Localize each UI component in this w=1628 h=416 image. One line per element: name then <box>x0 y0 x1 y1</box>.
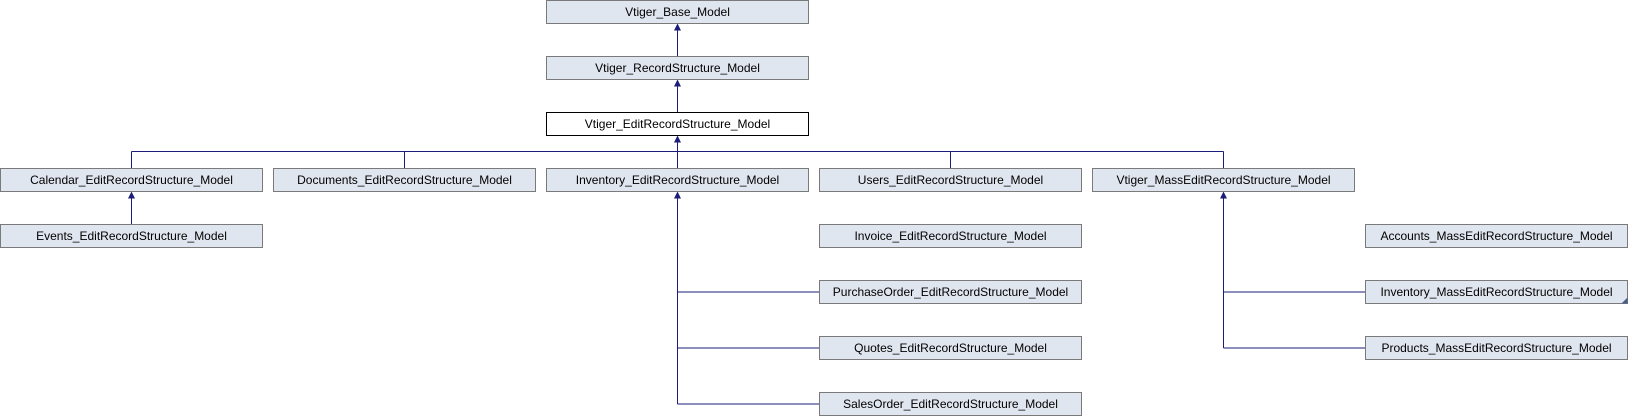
class-node-recstruct[interactable]: Vtiger_RecordStructure_Model <box>546 56 809 80</box>
class-label: Vtiger_RecordStructure_Model <box>595 61 760 75</box>
class-label: PurchaseOrder_EditRecordStructure_Model <box>833 285 1068 299</box>
class-node-massedit[interactable]: Vtiger_MassEditRecordStructure_Model <box>1092 168 1355 192</box>
class-box[interactable] <box>546 112 809 136</box>
class-box[interactable] <box>546 168 809 192</box>
inheritance-arrowhead <box>1220 191 1227 199</box>
class-label: Inventory_EditRecordStructure_Model <box>576 173 779 187</box>
class-box[interactable] <box>819 224 1082 248</box>
class-box[interactable] <box>546 0 809 24</box>
class-label: Vtiger_Base_Model <box>625 5 730 19</box>
class-box[interactable] <box>819 168 1082 192</box>
class-box[interactable] <box>273 168 536 192</box>
class-node-products_mass[interactable]: Products_MassEditRecordStructure_Model <box>1365 336 1628 360</box>
class-node-salesorder[interactable]: SalesOrder_EditRecordStructure_Model <box>819 392 1082 416</box>
class-label: Inventory_MassEditRecordStructure_Model <box>1380 285 1612 299</box>
class-node-events[interactable]: Events_EditRecordStructure_Model <box>0 224 263 248</box>
class-label: Users_EditRecordStructure_Model <box>858 173 1043 187</box>
class-box[interactable] <box>819 336 1082 360</box>
inheritance-arrowhead <box>674 23 681 31</box>
inheritance-arrowhead <box>674 79 681 87</box>
inheritance-arrowhead <box>674 191 681 199</box>
class-label: Vtiger_MassEditRecordStructure_Model <box>1116 173 1330 187</box>
class-label: SalesOrder_EditRecordStructure_Model <box>843 397 1058 411</box>
class-label: Documents_EditRecordStructure_Model <box>297 173 512 187</box>
class-node-edit[interactable]: Vtiger_EditRecordStructure_Model <box>546 112 809 136</box>
class-node-inventory_mass[interactable]: Inventory_MassEditRecordStructure_Model <box>1365 280 1628 304</box>
inheritance-edges <box>128 23 1366 405</box>
class-node-accounts_mass[interactable]: Accounts_MassEditRecordStructure_Model <box>1365 224 1628 248</box>
class-box[interactable] <box>0 168 263 192</box>
inheritance-arrowhead <box>674 135 681 143</box>
class-label: Quotes_EditRecordStructure_Model <box>854 341 1047 355</box>
truncated-corner-icon <box>1621 297 1628 304</box>
class-label: Accounts_MassEditRecordStructure_Model <box>1380 229 1612 243</box>
class-label: Calendar_EditRecordStructure_Model <box>30 173 233 187</box>
class-label: Events_EditRecordStructure_Model <box>36 229 227 243</box>
class-node-purchaseorder[interactable]: PurchaseOrder_EditRecordStructure_Model <box>819 280 1082 304</box>
class-node-quotes[interactable]: Quotes_EditRecordStructure_Model <box>819 336 1082 360</box>
class-label: Invoice_EditRecordStructure_Model <box>854 229 1046 243</box>
class-label: Products_MassEditRecordStructure_Model <box>1381 341 1611 355</box>
class-node-inventory[interactable]: Inventory_EditRecordStructure_Model <box>546 168 809 192</box>
class-box[interactable] <box>819 280 1082 304</box>
class-box[interactable] <box>546 56 809 80</box>
class-node-invoice[interactable]: Invoice_EditRecordStructure_Model <box>819 224 1082 248</box>
class-node-calendar[interactable]: Calendar_EditRecordStructure_Model <box>0 168 263 192</box>
class-node-users[interactable]: Users_EditRecordStructure_Model <box>819 168 1082 192</box>
class-box[interactable] <box>0 224 263 248</box>
class-node-base[interactable]: Vtiger_Base_Model <box>546 0 809 24</box>
class-box[interactable] <box>1092 168 1355 192</box>
inheritance-arrowhead <box>128 191 135 199</box>
class-node-documents[interactable]: Documents_EditRecordStructure_Model <box>273 168 536 192</box>
class-label: Vtiger_EditRecordStructure_Model <box>585 117 770 131</box>
